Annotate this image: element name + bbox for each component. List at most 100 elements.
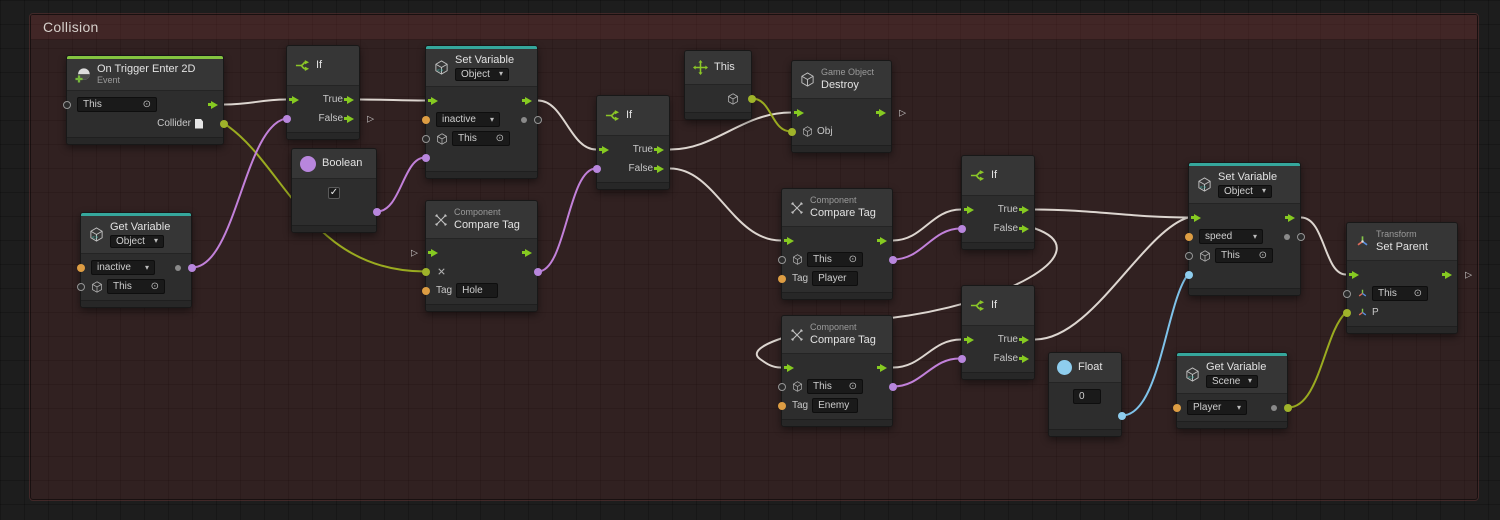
object-port[interactable]: [1184, 251, 1193, 260]
flow-out-port[interactable]: [522, 96, 532, 105]
scope-dropdown[interactable]: Scene ▾: [1206, 374, 1258, 388]
target-port[interactable]: [777, 255, 786, 264]
scope-dropdown[interactable]: Object ▾: [110, 234, 164, 248]
target-port[interactable]: [777, 382, 786, 391]
target-picker-icon[interactable]: ⊙: [848, 380, 857, 392]
node-header[interactable]: <> Set Variable Object ▾: [426, 49, 537, 87]
component-in-port[interactable]: [421, 267, 430, 276]
node-if-1[interactable]: If True False ▷: [282, 45, 374, 140]
target-field[interactable]: This ⊙: [807, 379, 863, 394]
target-picker-icon[interactable]: ⊙: [1258, 249, 1267, 261]
condition-port[interactable]: [957, 224, 966, 233]
value-out-port[interactable]: [187, 263, 196, 272]
flow-in-port[interactable]: [599, 145, 609, 154]
tag-port[interactable]: [777, 274, 786, 283]
node-if-4[interactable]: If True False: [957, 285, 1035, 380]
node-destroy[interactable]: Game Object Destroy ▷ Obj: [787, 60, 906, 153]
variable-name-dropdown[interactable]: Player ▾: [1187, 400, 1247, 415]
node-header[interactable]: If: [597, 96, 669, 136]
unconnected-flow-stub[interactable]: ▷: [899, 106, 906, 117]
result-out-port[interactable]: [888, 382, 897, 391]
boolean-checkbox[interactable]: ✓: [328, 186, 340, 199]
value-out-port[interactable]: [533, 115, 542, 124]
variable-name-port[interactable]: [1172, 403, 1181, 412]
node-get-variable-inactive[interactable]: <> Get Variable Object ▾ inactive ▾: [76, 212, 196, 308]
value-out-port[interactable]: [1117, 411, 1126, 420]
target-field[interactable]: This ⊙: [1372, 286, 1428, 301]
condition-port[interactable]: [282, 114, 291, 123]
flow-in-port[interactable]: [1349, 270, 1359, 279]
flow-in-port[interactable]: [289, 95, 299, 104]
value-out-port[interactable]: [1283, 403, 1292, 412]
node-header[interactable]: Float: [1049, 353, 1121, 383]
tag-port[interactable]: [777, 401, 786, 410]
node-float[interactable]: Float 0: [1048, 352, 1126, 437]
node-set-variable-speed[interactable]: <> Set Variable Object ▾ speed ▾: [1184, 162, 1305, 296]
flow-out-port[interactable]: [522, 248, 532, 257]
parent-in-port[interactable]: [1342, 308, 1351, 317]
node-header[interactable]: <> Get Variable Object ▾: [81, 216, 191, 254]
node-set-variable-inactive[interactable]: <> Set Variable Object ▾ inactive ▾: [421, 45, 542, 179]
tag-field[interactable]: Enemy: [812, 398, 859, 413]
flow-in-port[interactable]: [794, 108, 804, 117]
flow-in-port[interactable]: [784, 363, 794, 372]
condition-port[interactable]: [957, 354, 966, 363]
false-out-port[interactable]: [1019, 224, 1029, 233]
node-on-trigger-enter-2d[interactable]: On Trigger Enter 2D Event This ⊙ Collide…: [62, 55, 228, 145]
target-picker-icon[interactable]: ⊙: [150, 280, 159, 292]
node-header[interactable]: Boolean: [292, 149, 376, 179]
target-picker-icon[interactable]: ⊙: [495, 132, 504, 144]
variable-name-dropdown[interactable]: inactive ▾: [436, 112, 500, 127]
object-field[interactable]: This ⊙: [1215, 248, 1273, 263]
flow-in-port[interactable]: [964, 335, 974, 344]
node-get-variable-player[interactable]: <> Get Variable Scene ▾ Player ▾: [1172, 352, 1292, 429]
node-set-parent[interactable]: Transform Set Parent ▷ This ⊙ P: [1342, 222, 1472, 334]
node-header[interactable]: Game Object Destroy: [792, 61, 891, 99]
node-if-2[interactable]: If True False: [592, 95, 670, 190]
unconnected-flow-stub[interactable]: ▷: [1465, 268, 1472, 279]
flow-out-port[interactable]: [876, 108, 886, 117]
result-out-port[interactable]: [533, 267, 542, 276]
object-port[interactable]: [421, 134, 430, 143]
target-picker-icon[interactable]: ⊙: [142, 98, 151, 110]
group-header[interactable]: Collision: [31, 15, 1477, 40]
float-value-field[interactable]: 0: [1073, 389, 1101, 404]
result-out-port[interactable]: [888, 255, 897, 264]
false-out-port[interactable]: [344, 114, 354, 123]
object-port[interactable]: [76, 282, 85, 291]
flow-out-port[interactable]: [208, 100, 218, 109]
node-header[interactable]: On Trigger Enter 2D Event: [67, 59, 223, 91]
true-out-port[interactable]: [1019, 205, 1029, 214]
flow-in-port[interactable]: [428, 248, 438, 257]
value-in-port[interactable]: [421, 153, 430, 162]
node-header[interactable]: Transform Set Parent: [1347, 223, 1457, 261]
object-field[interactable]: This ⊙: [107, 279, 165, 294]
flow-out-port[interactable]: [1442, 270, 1452, 279]
tag-port[interactable]: [421, 286, 430, 295]
node-header[interactable]: If: [287, 46, 359, 86]
flow-in-port[interactable]: [1191, 213, 1201, 222]
flow-in-port[interactable]: [784, 236, 794, 245]
variable-name-port[interactable]: [421, 115, 430, 124]
node-this[interactable]: This: [684, 50, 756, 120]
target-field[interactable]: This ⊙: [807, 252, 863, 267]
node-header[interactable]: This: [685, 51, 751, 85]
true-out-port[interactable]: [344, 95, 354, 104]
false-out-port[interactable]: [1019, 354, 1029, 363]
tag-field[interactable]: Player: [812, 271, 859, 286]
scope-dropdown[interactable]: Object ▾: [455, 67, 509, 81]
obj-in-port[interactable]: [787, 127, 796, 136]
node-if-3[interactable]: If True False: [957, 155, 1035, 250]
node-compare-tag-hole[interactable]: Component Compare Tag ▷ Tag Hole: [411, 200, 542, 312]
variable-name-dropdown[interactable]: speed ▾: [1199, 229, 1263, 244]
target-port[interactable]: [1342, 289, 1351, 298]
node-header[interactable]: Component Compare Tag: [426, 201, 537, 239]
node-header[interactable]: If: [962, 286, 1034, 326]
variable-name-dropdown[interactable]: inactive ▾: [91, 260, 155, 275]
value-out-port[interactable]: [747, 94, 756, 103]
unconnected-flow-stub[interactable]: ▷: [367, 112, 374, 123]
flow-in-port[interactable]: [428, 96, 438, 105]
target-port[interactable]: [62, 100, 71, 109]
variable-name-port[interactable]: [1184, 232, 1193, 241]
